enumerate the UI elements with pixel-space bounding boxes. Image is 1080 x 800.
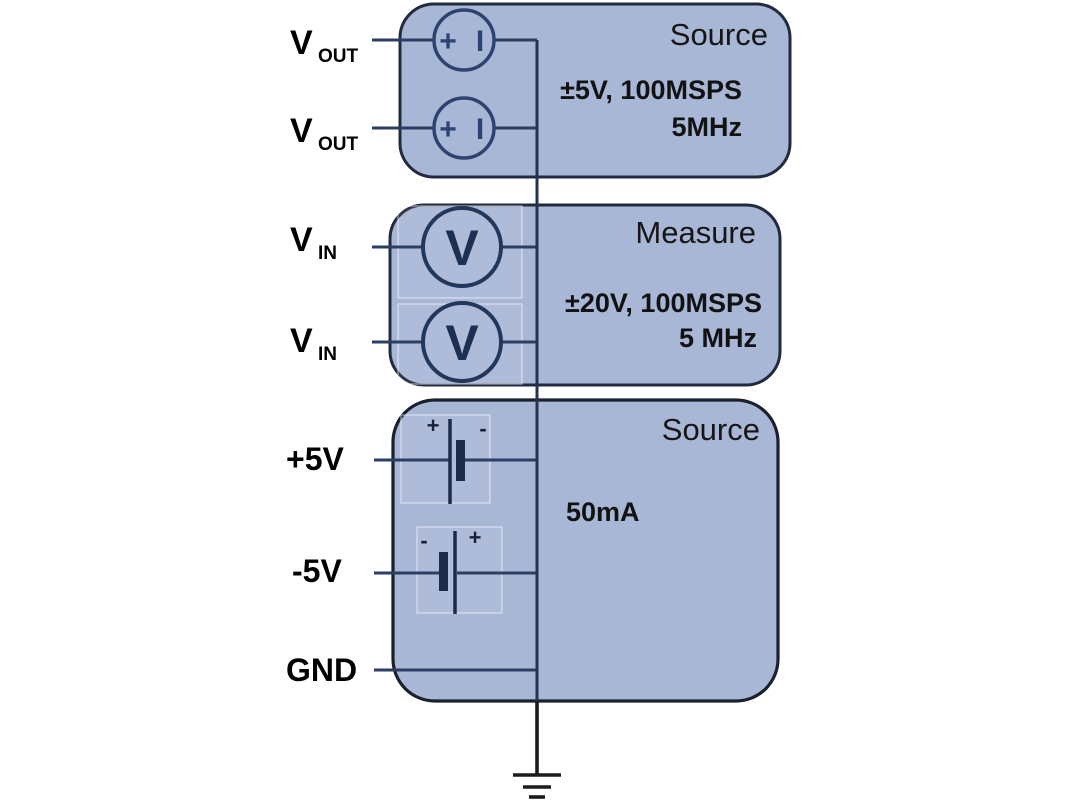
block-measure	[388, 203, 782, 387]
block-source-top-text: Source ±5V, 100MSPS 5MHz	[560, 17, 768, 142]
ground-symbol	[513, 701, 561, 799]
port-label-vin1: V	[290, 221, 313, 259]
port-label-vin1-sub: IN	[318, 243, 337, 264]
block-title: Measure	[635, 215, 756, 250]
port-label-gnd: GND	[286, 652, 357, 688]
battery-symbol-minus5: - +	[420, 525, 481, 614]
battery-minus-mark: -	[420, 528, 427, 553]
battery-symbol-plus5: + -	[427, 413, 487, 504]
block-title: Source	[670, 17, 768, 52]
current-source-symbol-1: + I	[432, 8, 496, 72]
port-label-vout1: V	[290, 24, 313, 62]
block-source-bottom-text: Source 50mA	[566, 412, 760, 527]
battery-minus-mark: -	[479, 416, 486, 441]
battery-short-plate	[456, 440, 465, 481]
meter-circle	[421, 206, 503, 288]
block-source-top	[398, 2, 792, 179]
voltmeter-glyph: V	[445, 220, 479, 276]
source-circle	[432, 8, 496, 72]
selection-box	[416, 526, 503, 614]
port-label-vout2: V	[290, 112, 313, 150]
block-spec: ±20V, 100MSPS	[565, 288, 762, 318]
port-label-vin2-sub: IN	[318, 344, 337, 365]
port-label-plus5v: +5V	[286, 441, 344, 477]
block-spec: 5 MHz	[679, 323, 757, 353]
port-wires	[372, 38, 537, 672]
plus-glyph: +	[439, 113, 457, 146]
meter-circle	[421, 301, 503, 383]
current-bar-glyph: I	[476, 113, 484, 146]
port-label-vin2: V	[290, 322, 313, 360]
battery-plus-mark: +	[469, 525, 482, 550]
plus-glyph: +	[439, 25, 457, 58]
battery-plus-mark: +	[427, 413, 440, 438]
current-source-symbol-2: + I	[432, 96, 496, 160]
voltmeter-symbol-2: V	[421, 301, 503, 383]
battery-short-plate	[439, 552, 448, 591]
port-labels: V OUT V OUT V IN V IN +5V -5V GND	[286, 24, 359, 688]
block-spec: 5MHz	[671, 112, 742, 142]
block-source-bottom	[391, 398, 780, 703]
block-spec: ±5V, 100MSPS	[560, 75, 742, 105]
block-source-bottom-rect	[391, 398, 780, 703]
voltmeter-symbol-1: V	[421, 206, 503, 288]
port-label-vout1-sub: OUT	[318, 46, 359, 67]
voltmeter-glyph: V	[445, 315, 479, 371]
port-label-vout2-sub: OUT	[318, 134, 359, 155]
block-source-top-rect	[398, 2, 792, 179]
block-spec: 50mA	[566, 497, 640, 527]
block-measure-rect	[388, 203, 782, 387]
current-bar-glyph: I	[476, 25, 484, 58]
block-title: Source	[662, 412, 760, 447]
source-circle	[432, 96, 496, 160]
port-label-minus5v: -5V	[292, 553, 342, 589]
block-measure-text: Measure ±20V, 100MSPS 5 MHz	[565, 215, 762, 353]
